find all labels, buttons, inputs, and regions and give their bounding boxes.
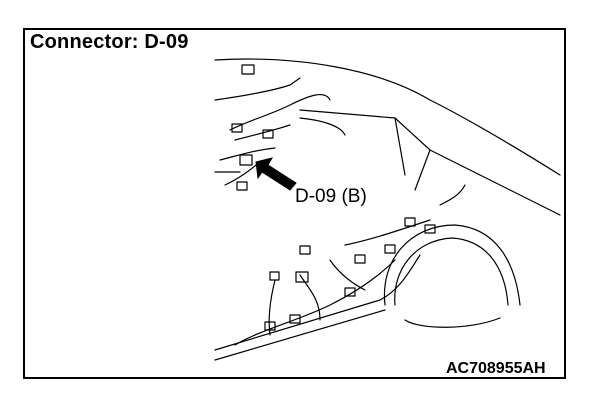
harness-lower-3 <box>344 219 431 246</box>
harness-lower-2 <box>299 274 321 321</box>
rear-window <box>299 109 431 191</box>
diagram-frame <box>23 28 566 379</box>
connector-mid-b <box>354 254 366 264</box>
diagram-title: Connector: D-09 <box>30 31 189 53</box>
wheel-well <box>404 317 501 328</box>
wheel-arch-inner <box>394 237 509 306</box>
connector-d09 <box>239 154 253 166</box>
connector-low-d <box>289 314 301 324</box>
connector-upper-b <box>262 129 274 139</box>
connector-mid-d <box>404 217 416 227</box>
harness-lower-1 <box>234 259 396 346</box>
harness-upper-2 <box>234 124 291 141</box>
connector-right <box>424 224 436 234</box>
connector-mid-a <box>299 245 311 255</box>
harness-upper-3 <box>219 147 276 161</box>
connector-top <box>241 64 255 75</box>
harness-lower-6 <box>439 184 466 206</box>
quarter-line <box>429 149 561 216</box>
window-upper <box>214 77 301 101</box>
harness-upper-1 <box>229 93 331 131</box>
connector-low-e <box>269 271 280 281</box>
wheel-arch <box>383 224 521 306</box>
connector-low-c <box>264 321 276 331</box>
connector-low-a <box>295 271 309 283</box>
connector-mid-c <box>384 244 396 254</box>
connector-low-b <box>344 287 356 297</box>
harness-lower-5 <box>329 259 366 291</box>
connector-label: D-09 (B) <box>295 186 367 207</box>
body-sill <box>214 254 421 351</box>
harness-upper-6 <box>299 117 346 136</box>
connector-upper-c <box>236 181 248 191</box>
roof-outline <box>214 58 561 176</box>
connector-upper-a <box>231 123 243 133</box>
figure-code: AC708955AH <box>446 360 546 377</box>
rear-pillar <box>394 117 406 176</box>
arrow-pointer-icon <box>255 157 297 191</box>
body-sill-lower <box>214 309 386 361</box>
harness-lower-4 <box>268 279 276 336</box>
